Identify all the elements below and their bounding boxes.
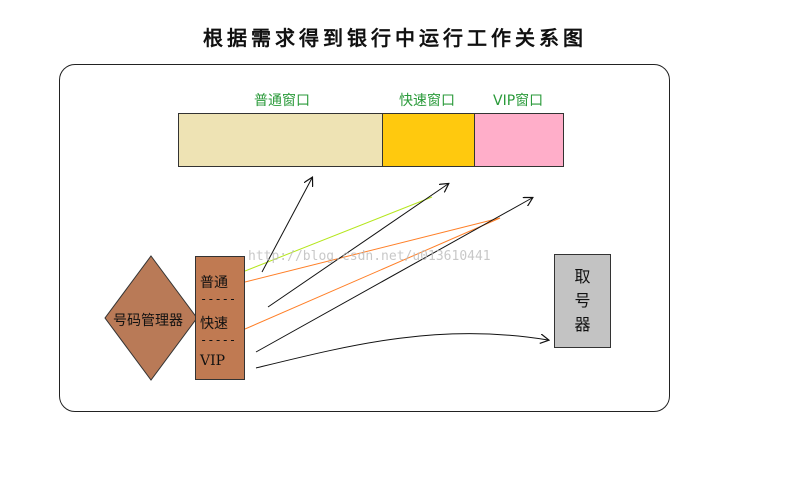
window-label-fast: 快速窗口: [399, 93, 455, 109]
arrow-orange-1: [244, 217, 501, 283]
manager-diamond: [104, 255, 198, 381]
manager-label: 号码管理器: [113, 313, 183, 329]
arrow-green-normal: [244, 196, 433, 272]
manager-row-fast: 快速: [200, 316, 228, 332]
diagram-title: 根据需求得到银行中运行工作关系图: [203, 26, 587, 50]
bank-frame: [59, 64, 670, 412]
arrow-to-taker: [255, 333, 548, 369]
arrow-orange-2: [244, 217, 501, 330]
watermark-text: http://blog.csdn.net/u013610441: [248, 249, 491, 264]
manager-row-divider: -----: [200, 333, 237, 347]
ticket-taker-label: 取号器: [574, 267, 591, 334]
window-label-normal: 普通窗口: [254, 93, 310, 109]
arrow-to-fast-window: [267, 184, 448, 308]
manager-row-normal: 普通: [200, 275, 228, 291]
window-normal: [178, 113, 383, 167]
window-label-vip: VIP窗口: [493, 93, 544, 109]
manager-row-divider: -----: [200, 292, 237, 306]
ticket-taker-box: 取号器: [554, 254, 611, 348]
manager-box: [195, 256, 245, 380]
window-vip: [474, 113, 564, 167]
window-fast: [382, 113, 475, 167]
arrow-to-vip-window: [255, 198, 532, 353]
manager-row-vip: VIP: [200, 353, 226, 369]
arrow-to-normal-window: [261, 178, 312, 273]
